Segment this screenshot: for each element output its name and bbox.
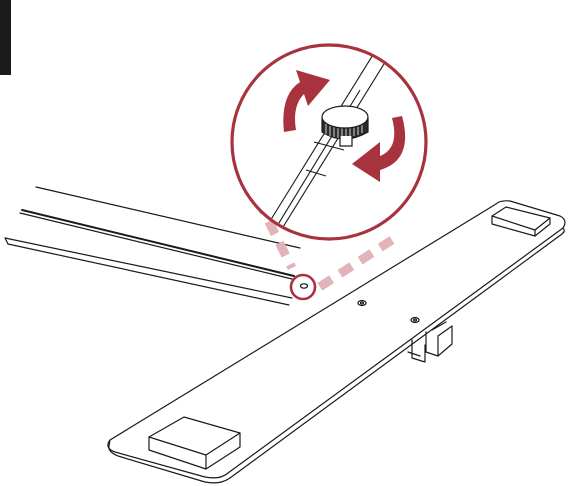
mounting-bracket [407, 321, 453, 363]
crossbar-beam [4, 186, 301, 306]
curved-arrow-icon [352, 116, 406, 182]
curved-arrow-icon [283, 70, 330, 132]
screw-holes [299, 283, 420, 324]
screw-highlight-ring [289, 273, 317, 301]
foot-pad-front [148, 416, 241, 470]
thumb-screw-icon [321, 105, 369, 147]
corner-tab [0, 0, 11, 75]
foot-base [107, 200, 566, 484]
foot-pad-back [491, 206, 551, 237]
detail-magnifier [230, 43, 428, 241]
